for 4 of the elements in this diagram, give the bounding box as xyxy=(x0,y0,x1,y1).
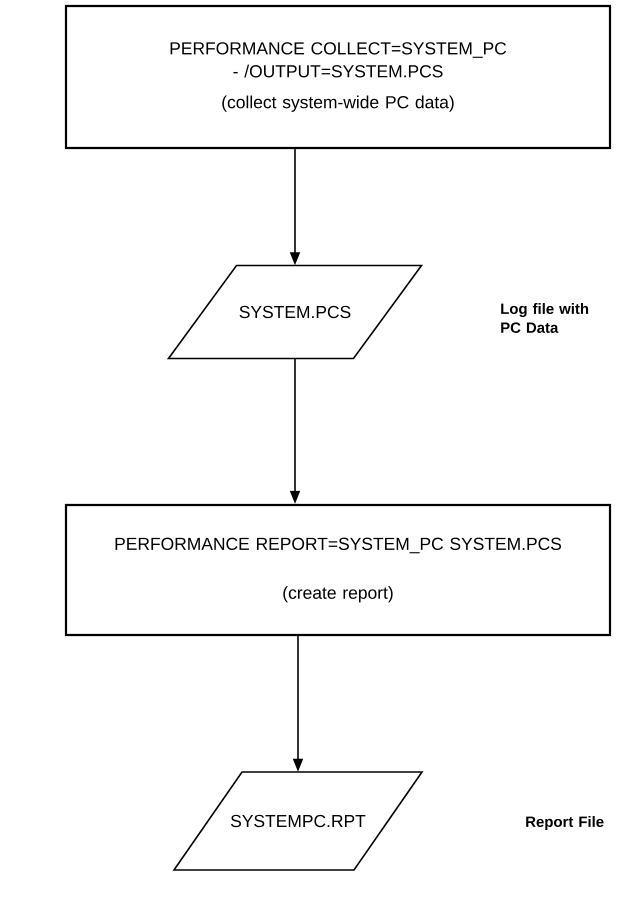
side-note: Report File xyxy=(526,816,604,830)
process-box: PERFORMANCE COLLECT=SYSTEM_PC - /OUTPUT=SYSTEM.PCS (collect system-wide PC data) xyxy=(64,4,612,150)
process-box: PERFORMANCE REPORT=SYSTEM_PC SYSTEM.PCS (create report) xyxy=(64,504,612,636)
side-note: Log file with PC Data xyxy=(501,303,588,333)
